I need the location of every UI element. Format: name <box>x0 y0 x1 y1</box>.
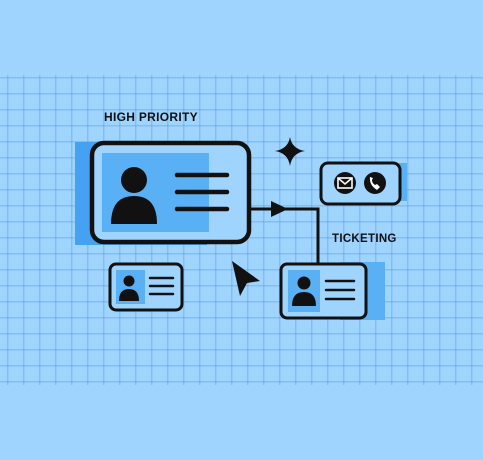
arrowhead-icon <box>271 201 288 217</box>
phone-icon[interactable] <box>364 172 386 194</box>
person-icon <box>119 275 139 301</box>
ticketing-card[interactable] <box>279 262 385 320</box>
text-lines-icon <box>324 279 356 301</box>
card-frame <box>319 161 402 206</box>
small-card-left[interactable] <box>108 262 184 312</box>
high-priority-card[interactable] <box>75 140 252 245</box>
mail-icon[interactable] <box>334 172 356 194</box>
high-priority-label: HIGH PRIORITY <box>104 110 198 124</box>
person-icon <box>292 276 316 306</box>
sparkle-icon <box>275 137 305 166</box>
person-icon <box>111 167 157 224</box>
contact-card[interactable] <box>319 161 407 206</box>
cursor-icon <box>232 261 260 296</box>
ticketing-label: TICKETING <box>332 233 397 245</box>
text-lines-icon <box>174 172 230 212</box>
text-lines-icon <box>148 276 175 296</box>
connector-arrow <box>249 201 320 263</box>
